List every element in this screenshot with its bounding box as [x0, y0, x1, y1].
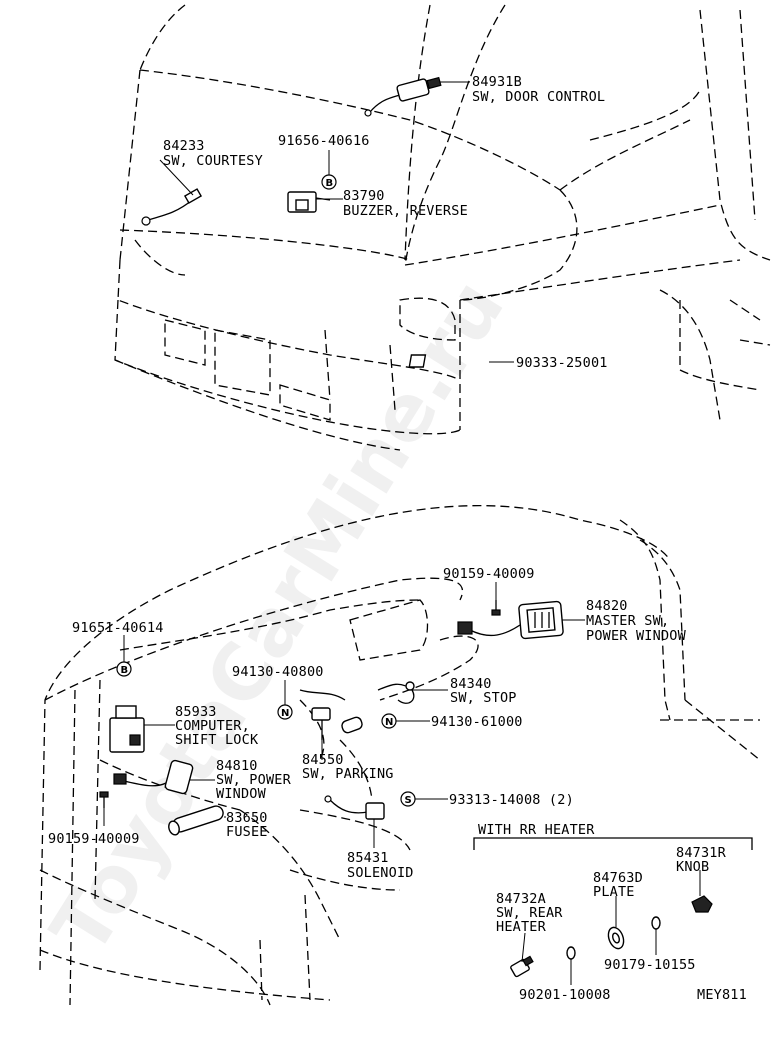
part-labels: 84931B SW, DOOR CONTROL 84233 SW, COURTE…	[48, 74, 747, 1003]
label-85933-name: COMPUTER,	[175, 718, 250, 734]
upper-vehicle-outline	[114, 4, 771, 451]
lower-dashboard-outline	[39, 505, 761, 1006]
label-85431-name: SOLENOID	[347, 865, 414, 881]
label-85933-number: 85933	[175, 704, 217, 720]
label-83790-name: BUZZER, REVERSE	[343, 203, 468, 219]
label-83650-name: FUSEE	[226, 824, 268, 840]
symbol-n-left: N	[277, 704, 293, 720]
label-84550-name: SW, PARKING	[302, 766, 394, 782]
label-90333-number: 90333-25001	[516, 355, 608, 371]
label-84340-number: 84340	[450, 676, 492, 692]
fusee	[168, 805, 224, 836]
label-85933-name2: SHIFT LOCK	[175, 732, 259, 748]
label-84763d-number: 84763D	[593, 870, 643, 886]
power-window-switch	[113, 759, 194, 795]
label-84233-number: 84233	[163, 138, 205, 154]
clip-90333	[408, 354, 427, 368]
symbol-n-right-text: N	[385, 717, 393, 728]
rear-heater-plate	[607, 926, 625, 950]
symbol-b-lower-text: B	[121, 665, 129, 676]
label-84820-name: MASTER SW,	[586, 613, 669, 629]
parking-switch	[299, 689, 363, 740]
label-85431-number: 85431	[347, 850, 389, 866]
stop-switch	[377, 681, 415, 704]
solenoid	[324, 795, 385, 820]
label-90201-number: 90201-10008	[519, 987, 611, 1003]
label-94130-61000-number: 94130-61000	[431, 714, 523, 730]
label-84731r-number: 84731R	[676, 845, 727, 861]
door-control-switch	[364, 76, 442, 117]
master-power-window-switch	[457, 600, 564, 640]
label-83790-number: 83790	[343, 188, 385, 204]
label-84931b-number: 84931B	[472, 74, 522, 90]
label-84810-name: SW, POWER	[216, 772, 292, 788]
label-84810-number: 84810	[216, 758, 258, 774]
courtesy-switch	[141, 188, 203, 226]
label-84732a-name2: HEATER	[496, 919, 547, 935]
reverse-buzzer	[287, 191, 331, 213]
watermark-text: ToyotaCarMine.ru	[35, 265, 522, 970]
symbol-n-left-text: N	[281, 708, 289, 719]
nut-90179	[651, 916, 661, 930]
label-84550-number: 84550	[302, 752, 344, 768]
symbol-b-lower: B	[116, 661, 132, 677]
label-84931b-name: SW, DOOR CONTROL	[472, 89, 605, 105]
label-84763d-name: PLATE	[593, 884, 635, 900]
label-91656-number: 91656-40616	[278, 133, 370, 149]
symbol-b-upper-text: B	[326, 178, 334, 189]
label-84732a-name: SW, REAR	[496, 905, 563, 921]
leader-lines	[103, 81, 701, 985]
label-83650-number: 83650	[226, 810, 268, 826]
symbol-n-right: N	[381, 713, 397, 729]
label-90159-upper-number: 90159-40009	[443, 566, 535, 582]
diagram-code: MEY811	[697, 987, 747, 1003]
symbol-s-text: S	[405, 795, 412, 806]
rear-heater-switch	[510, 955, 534, 978]
screw-90159-lower	[99, 791, 109, 808]
rear-heater-group-bracket	[473, 837, 753, 850]
label-90179-number: 90179-10155	[604, 957, 696, 973]
shift-lock-computer	[109, 705, 145, 753]
screw-90159-upper	[491, 600, 501, 616]
label-91651-number: 91651-40614	[72, 620, 164, 636]
washer-90201	[566, 946, 576, 960]
label-84820-number: 84820	[586, 598, 628, 614]
label-84340-name: SW, STOP	[450, 690, 517, 706]
label-84731r-name: KNOB	[676, 859, 709, 875]
label-84732a-number: 84732A	[496, 891, 546, 907]
symbol-s: S	[400, 791, 416, 807]
symbol-b-upper: B	[321, 174, 337, 190]
section-heading-rr-heater: WITH RR HEATER	[478, 822, 595, 838]
label-84233-name: SW, COURTESY	[163, 153, 263, 169]
label-84810-name2: WINDOW	[216, 786, 267, 802]
label-84820-name2: POWER WINDOW	[586, 628, 687, 644]
label-90159-lower-number: 90159-40009	[48, 831, 140, 847]
rear-heater-knob	[691, 895, 713, 913]
label-93313-number: 93313-14008 (2)	[449, 792, 574, 808]
label-94130-40800-number: 94130-40800	[232, 664, 324, 680]
